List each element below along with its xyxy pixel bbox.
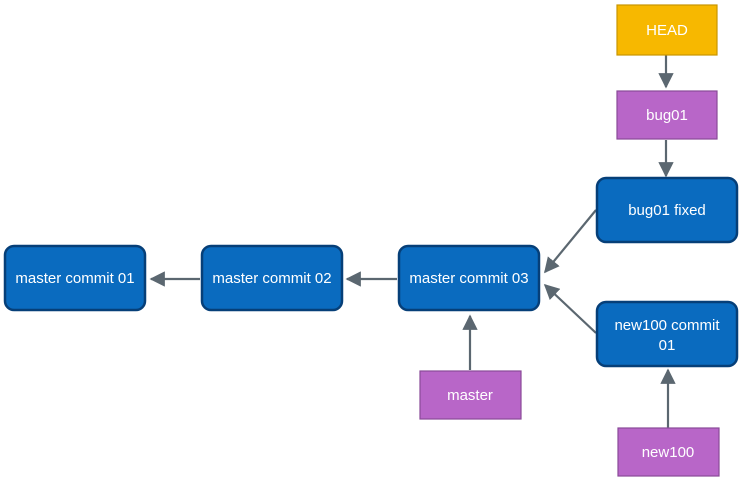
commit-label-line1: new100 commit <box>614 317 720 334</box>
commit-label: master commit 02 <box>212 270 331 287</box>
ref-label: bug01 <box>646 107 688 124</box>
ref-head: HEAD <box>616 4 718 56</box>
commit-label: bug01 fixed <box>628 202 706 219</box>
commit-label: master commit 03 <box>409 270 528 287</box>
branch-new100: new100 <box>617 427 720 477</box>
commit-label-line2: 01 <box>659 337 676 354</box>
commit-label: master commit 01 <box>15 270 134 287</box>
ref-label: new100 <box>642 444 695 461</box>
commit-bug01-fixed: bug01 fixed <box>595 176 739 244</box>
edge-new100commit-to-commit03 <box>543 283 597 334</box>
branch-master: master <box>419 370 522 420</box>
commit-master-03: master commit 03 <box>397 244 541 312</box>
commit-master-01: master commit 01 <box>3 244 147 312</box>
ref-label: master <box>447 387 493 404</box>
ref-label: HEAD <box>646 22 688 39</box>
commit-master-02: master commit 02 <box>200 244 344 312</box>
commit-new100-01: new100 commit 01 <box>595 300 739 368</box>
edge-bugfixed-to-commit03 <box>544 209 597 274</box>
branch-bug01: bug01 <box>616 90 718 140</box>
